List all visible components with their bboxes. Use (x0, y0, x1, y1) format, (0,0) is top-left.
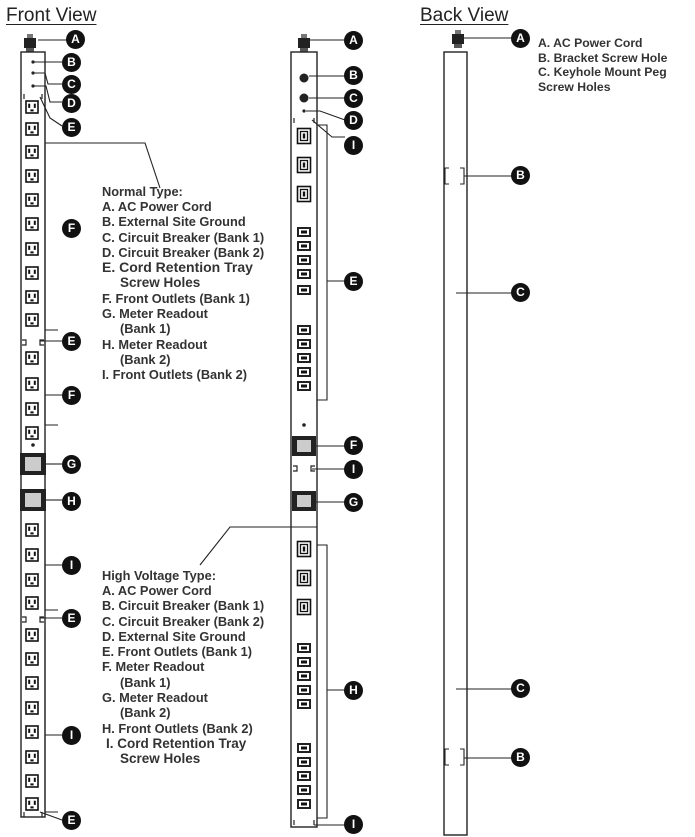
callout-a: A (511, 29, 530, 48)
legend-item: (Bank 2) (120, 705, 171, 721)
legend-item: Screw Holes (120, 751, 201, 767)
callout-c: C (511, 679, 530, 698)
normal-type-legend: A. AC Power Cord B. External Site Ground… (102, 199, 264, 383)
callout-c: C (344, 89, 363, 108)
callout-i: I (344, 460, 363, 479)
callout-b: B (344, 66, 363, 85)
callout-b: B (62, 53, 81, 72)
legend-item: E. Front Outlets (Bank 1) (102, 644, 253, 660)
callout-f: F (344, 436, 363, 455)
callout-e: E (62, 332, 81, 351)
legend-item: I. Front Outlets (Bank 2) (102, 367, 248, 383)
callout-e: E (62, 811, 81, 830)
callout-h: H (344, 681, 363, 700)
callout-e: E (62, 118, 81, 137)
callout-g: G (344, 493, 363, 512)
legend-item: D. External Site Ground (102, 628, 246, 644)
callout-e: E (344, 272, 363, 291)
callout-a: A (344, 31, 363, 50)
callout-b: B (511, 166, 530, 185)
legend-item: B. External Site Ground (102, 214, 246, 230)
legend-item: C. Circuit Breaker (Bank 1) (102, 229, 265, 245)
legend-item: Screw Holes (538, 79, 611, 94)
legend-item: G. Meter Readout (102, 690, 208, 706)
legend-item: I. Cord Retention Tray (106, 735, 247, 751)
legend-item: D. Circuit Breaker (Bank 2) (102, 244, 265, 260)
callout-h: H (62, 492, 81, 511)
back-view-legend: A. AC Power Cord B. Bracket Screw Hole C… (538, 36, 667, 94)
high-voltage-type-title: High Voltage Type: (102, 568, 216, 583)
legend-item: A. AC Power Cord (102, 583, 212, 598)
legend-item: A. AC Power Cord (538, 36, 643, 50)
high-voltage-type-pdu (199, 34, 346, 828)
legend-item: F. Front Outlets (Bank 1) (102, 290, 250, 306)
callout-f: F (62, 386, 81, 405)
callout-g: G (62, 455, 81, 474)
legend-item: C. Circuit Breaker (Bank 2) (102, 613, 265, 629)
legend-item: Screw Holes (120, 275, 201, 291)
legend-item: B. Circuit Breaker (Bank 1) (102, 598, 265, 614)
high-voltage-type-legend: A. AC Power Cord B. Circuit Breaker (Ban… (102, 583, 264, 767)
callout-d: D (62, 94, 81, 113)
legend-item: B. Bracket Screw Hole (538, 50, 668, 65)
legend-item: (Bank 2) (120, 351, 171, 367)
callout-i: I (62, 556, 81, 575)
normal-type-pdu (20, 34, 161, 821)
legend-item: C. Keyhole Mount Peg (538, 65, 667, 79)
legend-item: A. AC Power Cord (102, 199, 212, 214)
legend-item: E. Cord Retention Tray (102, 259, 253, 276)
back-view-pdu (443, 30, 512, 836)
back-view-heading: Back View (420, 5, 509, 26)
legend-item: G. Meter Readout (102, 306, 208, 322)
legend-item: (Bank 1) (120, 674, 171, 690)
legend-item: F. Meter Readout (102, 659, 205, 675)
legend-item: (Bank 1) (120, 321, 171, 337)
callout-d: D (344, 111, 363, 130)
callout-b: B (511, 748, 530, 767)
callout-a: A (66, 30, 85, 49)
legend-item: H. Front Outlets (Bank 2) (102, 720, 253, 736)
callout-c: C (62, 75, 81, 94)
normal-type-title: Normal Type: (102, 184, 183, 199)
callout-i: I (344, 136, 363, 155)
callout-i: I (62, 726, 81, 745)
callout-f: F (62, 219, 81, 238)
legend-item: H. Meter Readout (102, 336, 208, 352)
callout-c: C (511, 283, 530, 302)
callout-i: I (344, 815, 363, 834)
callout-e: E (62, 609, 81, 628)
front-view-heading: Front View (6, 5, 97, 26)
